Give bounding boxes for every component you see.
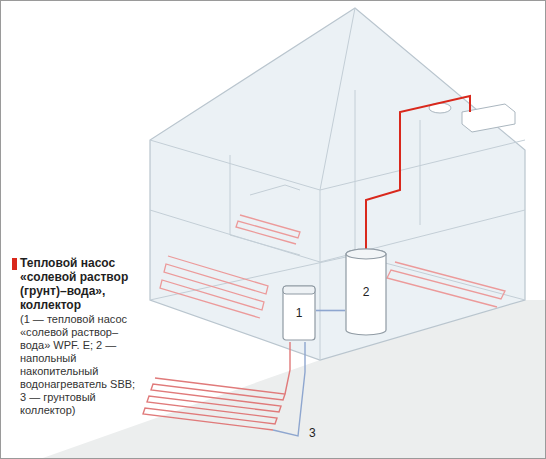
callout-number: 1 [296,306,303,320]
callout-number: 2 [363,285,370,299]
hot-water-pipe [366,96,470,250]
caption: (1 — тепловой насос «солевой раствор–вод… [20,313,138,417]
caption-block: Тепловой насос «солевой раствор (грунт)–… [20,256,138,417]
caption-marker [12,258,17,270]
floor-heating [160,215,505,318]
title: Тепловой насос «солевой раствор (грунт)–… [20,256,138,312]
pipe-connector [316,310,345,312]
house-structure [150,8,525,360]
water-heater-tank: 2 [345,248,387,336]
bathroom [429,103,515,132]
heat-pump-unit: 1 [282,285,316,341]
house-outline [150,8,525,360]
callout-number: 3 [309,426,316,440]
ground-collector [143,342,305,436]
